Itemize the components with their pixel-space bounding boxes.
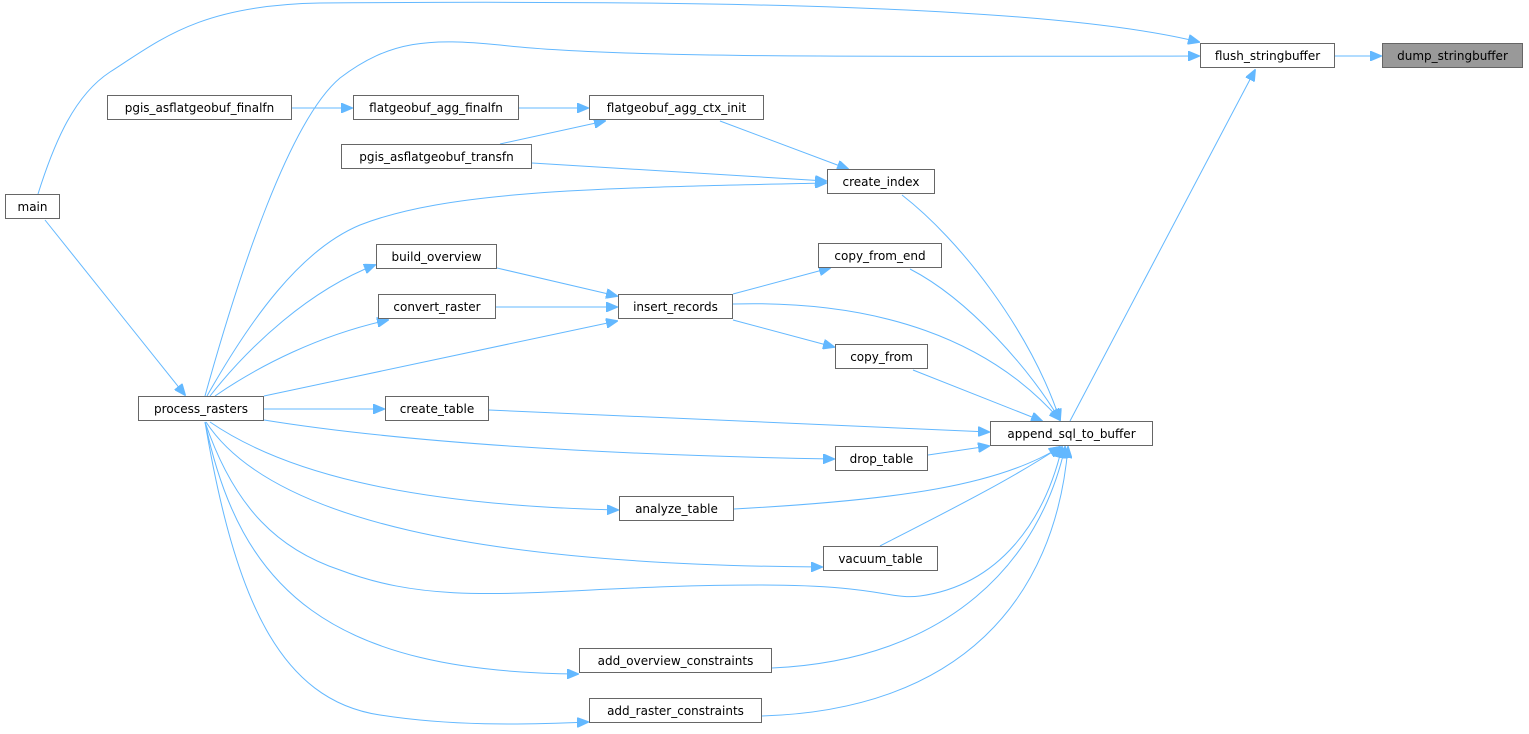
edge-insert-records-to-copy-from-end [732, 268, 830, 295]
edge-process-rasters-to-drop-table [263, 419, 834, 459]
edge-analyze-table-to-append [733, 447, 1060, 510]
node-flatgeobuf-agg-finalfn[interactable]: flatgeobuf_agg_finalfn [353, 95, 519, 120]
edge-copy-from-end-to-append [909, 268, 1060, 420]
node-vacuum-table[interactable]: vacuum_table [823, 546, 938, 571]
node-append-sql-to-buffer[interactable]: append_sql_to_buffer [990, 421, 1153, 446]
node-convert-raster[interactable]: convert_raster [378, 294, 496, 319]
node-dump-stringbuffer[interactable]: dump_stringbuffer [1382, 43, 1523, 68]
node-pgis-asflatgeobuf-finalfn[interactable]: pgis_asflatgeobuf_finalfn [107, 95, 292, 120]
node-create-index[interactable]: create_index [827, 169, 935, 194]
node-pgis-asflatgeobuf-transfn[interactable]: pgis_asflatgeobuf_transfn [341, 144, 532, 169]
edge-ctx-init-to-create-index [719, 120, 848, 169]
node-drop-table[interactable]: drop_table [835, 446, 928, 471]
edge-drop-table-to-append [927, 446, 989, 456]
edge-create-index-to-append [901, 194, 1060, 420]
edge-process-rasters-to-insert-records [263, 321, 617, 397]
edge-process-rasters-to-create-index [206, 183, 826, 397]
edge-process-rasters-to-flush [204, 41, 1199, 397]
node-build-overview[interactable]: build_overview [376, 244, 497, 269]
node-insert-records[interactable]: insert_records [618, 294, 733, 319]
node-add-overview-constraints[interactable]: add_overview_constraints [579, 648, 772, 673]
edge-process-rasters-to-analyze-table [209, 421, 618, 510]
edge-main-to-flush [37, 1, 1199, 195]
node-analyze-table[interactable]: analyze_table [619, 496, 734, 521]
node-flush-stringbuffer[interactable]: flush_stringbuffer [1200, 43, 1335, 68]
edge-insert-records-to-append [732, 303, 1060, 420]
edge-process-rasters-to-add-raster [204, 421, 588, 724]
edge-vacuum-table-to-append [879, 447, 1060, 547]
edge-copy-from-to-append [912, 369, 1042, 421]
node-main[interactable]: main [5, 194, 60, 219]
node-copy-from[interactable]: copy_from [835, 344, 928, 369]
edge-add-raster-to-append [761, 447, 1068, 717]
edge-process-rasters-to-build-overview [209, 265, 375, 397]
edge-build-overview-to-insert-records [496, 267, 617, 296]
edge-add-overview-to-append [771, 447, 1065, 669]
edge-process-rasters-to-vacuum-table [205, 421, 822, 567]
node-process-rasters[interactable]: process_rasters [138, 396, 264, 421]
node-copy-from-end[interactable]: copy_from_end [818, 243, 942, 268]
edge-create-table-to-append [488, 409, 989, 432]
edge-process-rasters-to-append [204, 421, 1062, 598]
node-add-raster-constraints[interactable]: add_raster_constraints [589, 698, 762, 723]
edge-process-rasters-to-convert-raster [214, 320, 388, 397]
edge-main-to-process-rasters [44, 219, 185, 395]
edge-process-rasters-to-add-overview [204, 421, 578, 674]
edge-append-to-flush [1069, 70, 1255, 422]
edge-transfn-to-create-index [531, 162, 826, 181]
node-create-table[interactable]: create_table [385, 396, 489, 421]
edge-insert-records-to-copy-from [732, 319, 834, 347]
node-flatgeobuf-agg-ctx-init[interactable]: flatgeobuf_agg_ctx_init [589, 95, 764, 120]
edge-transfn-to-ctx-init [499, 121, 605, 145]
